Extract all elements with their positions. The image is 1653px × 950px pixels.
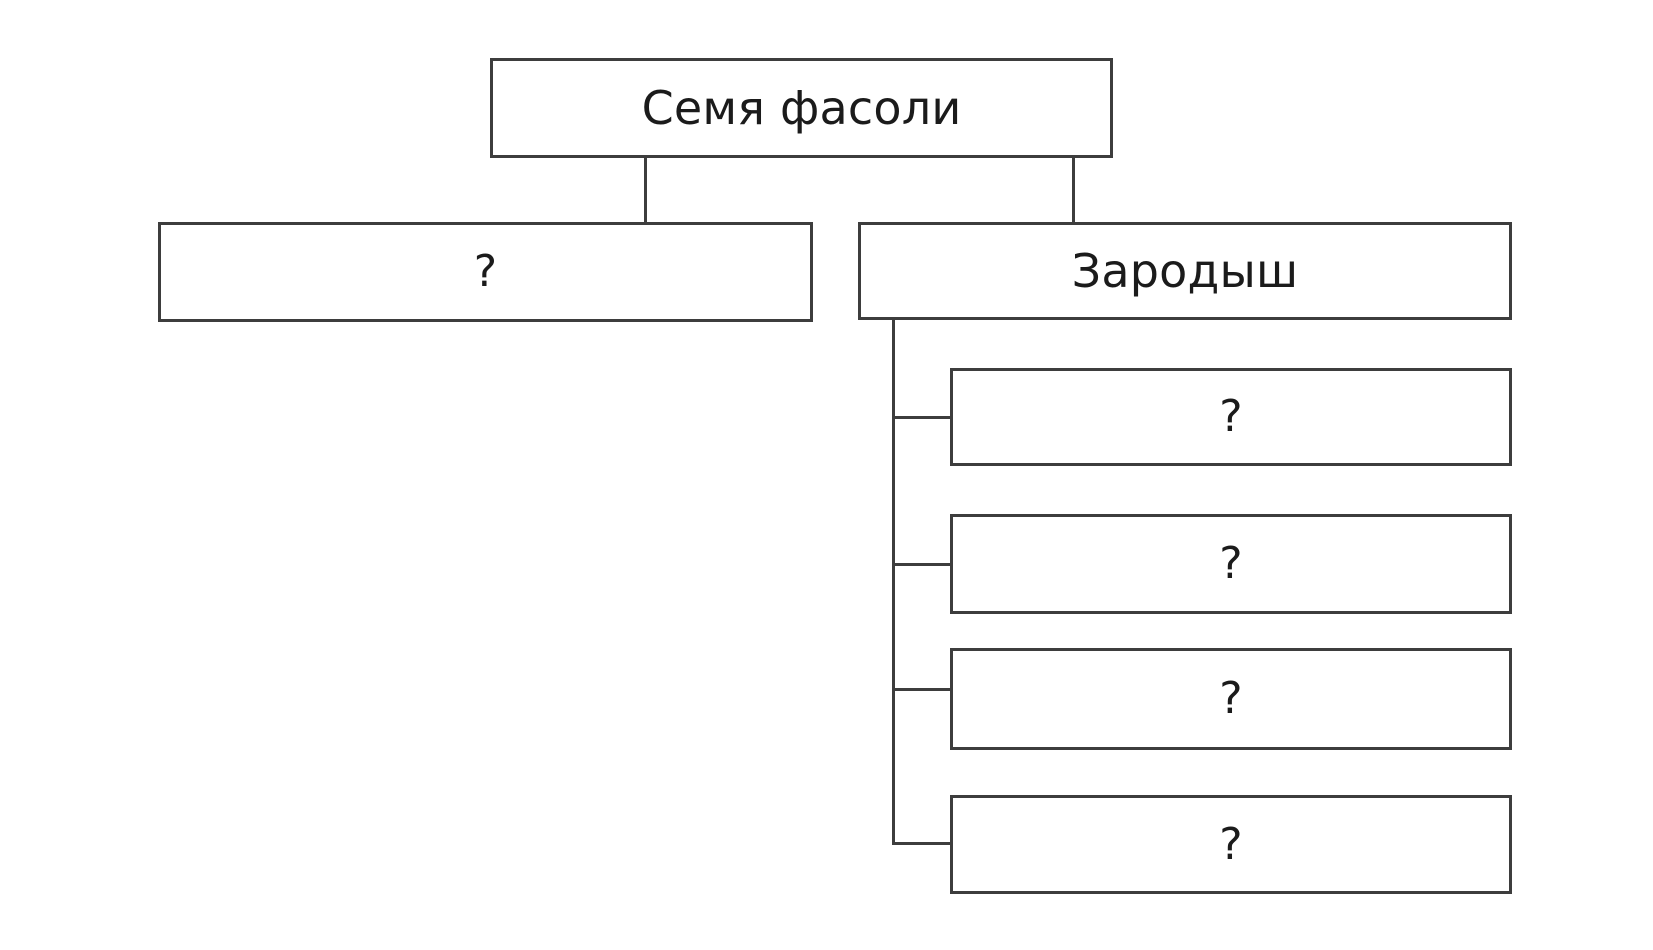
node-root-seed-label: Семя фасоли — [641, 81, 962, 135]
node-level3-unknown-3-label: ? — [1219, 673, 1243, 724]
connector-embryo-to-child-4 — [892, 842, 952, 845]
node-level2-embryo[interactable]: Зародыш — [858, 222, 1512, 320]
connector-embryo-to-child-3 — [892, 688, 952, 691]
connector-embryo-trunk — [892, 318, 895, 845]
connector-embryo-to-child-1 — [892, 416, 952, 419]
node-level3-unknown-4-label: ? — [1219, 818, 1243, 870]
node-level3-unknown-3[interactable]: ? — [950, 648, 1512, 750]
node-level2-unknown-label: ? — [473, 246, 498, 297]
node-level2-embryo-label: Зародыш — [1071, 244, 1299, 298]
node-level3-unknown-1-label: ? — [1219, 391, 1243, 442]
connector-embryo-to-child-2 — [892, 563, 952, 566]
node-level2-unknown[interactable]: ? — [158, 222, 813, 322]
node-level3-unknown-1[interactable]: ? — [950, 368, 1512, 466]
node-level3-unknown-2-label: ? — [1219, 538, 1243, 589]
node-level3-unknown-2[interactable]: ? — [950, 514, 1512, 614]
connector-root-to-embryo — [1072, 155, 1075, 225]
node-root-seed[interactable]: Семя фасоли — [490, 58, 1113, 158]
connector-root-to-left-child — [644, 155, 647, 225]
node-level3-unknown-4[interactable]: ? — [950, 795, 1512, 894]
